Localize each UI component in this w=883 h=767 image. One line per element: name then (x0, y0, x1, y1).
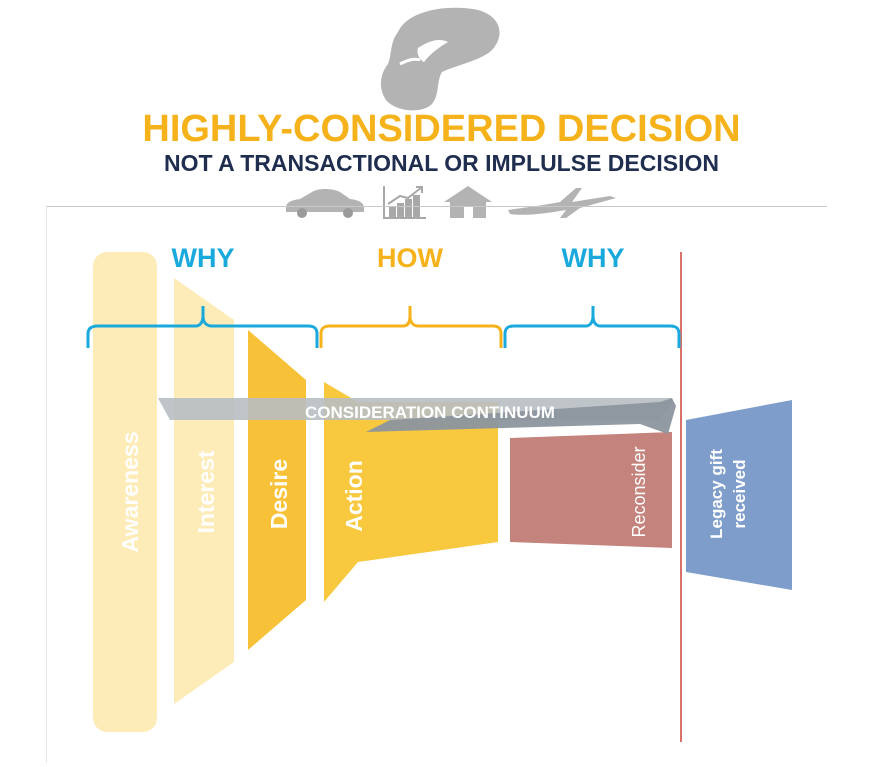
page-subtitle: NOT A TRANSACTIONAL OR IMPLULSE DECISION (164, 150, 719, 176)
stage-interest (174, 278, 234, 704)
page-title: HIGHLY-CONSIDERED DECISION (142, 108, 741, 150)
stage-label-legacy-line1: Legacy gift (707, 449, 726, 539)
stage-label-interest: Interest (193, 450, 219, 533)
stage-label-desire: Desire (266, 459, 292, 529)
hand-icon (380, 7, 500, 111)
continuum-label: CONSIDERATION CONTINUUM (305, 403, 555, 422)
continuum-arrow-back (366, 398, 676, 434)
brace-why-1 (86, 306, 319, 348)
stage-action (324, 382, 498, 602)
phase-header-why-1: WHY (172, 243, 235, 273)
airplane-icon (508, 188, 616, 218)
brace-why-2 (503, 306, 681, 348)
brace-how (319, 306, 503, 348)
stage-label-action: Action (341, 460, 367, 532)
phase-header-why-2: WHY (562, 243, 625, 273)
stage-awareness (93, 252, 157, 732)
phase-header-how: HOW (377, 243, 444, 273)
stage-reconsider (510, 432, 672, 548)
growth-chart-icon (383, 186, 426, 219)
stage-label-reconsider: Reconsider (629, 446, 649, 537)
stage-label-legacy-line2: received (730, 460, 749, 529)
house-icon (444, 186, 492, 218)
stage-legacy (686, 400, 792, 590)
stage-label-awareness: Awareness (117, 431, 143, 552)
diagram-panel (46, 206, 827, 763)
